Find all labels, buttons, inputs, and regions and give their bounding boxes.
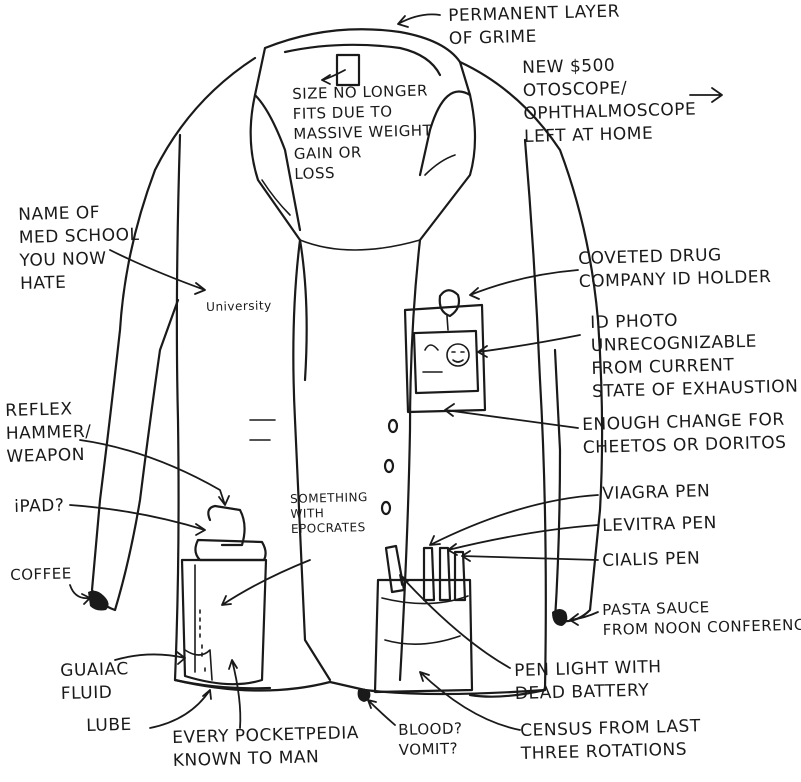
inner-fold	[300, 240, 420, 250]
label-size: SIZE NO LONGER FITS DUE TO MASSIVE WEIGH…	[292, 80, 434, 184]
button-2	[385, 460, 393, 472]
lube-tube	[185, 650, 212, 680]
chest-pocket	[405, 305, 485, 412]
label-lube: LUBE	[86, 714, 132, 738]
levitra-pen	[440, 548, 450, 600]
label-ipad: iPAD?	[14, 495, 65, 519]
button-3	[382, 502, 390, 514]
label-viagra-pen: VIAGRA PEN	[602, 480, 711, 506]
label-id-photo: ID PHOTO UNRECOGNIZABLE FROM CURRENT STA…	[590, 307, 799, 404]
size-tag	[337, 55, 359, 85]
badge-clip	[440, 290, 459, 316]
label-id-holder: COVETED DRUG COMPANY ID HOLDER	[578, 243, 772, 294]
reflex-hammer	[208, 506, 244, 545]
left-sleeve	[92, 58, 255, 610]
label-penlight: PEN LIGHT WITH DEAD BATTERY	[514, 656, 662, 706]
label-census: CENSUS FROM LAST THREE ROTATIONS	[520, 715, 702, 766]
label-grime: PERMANENT LAYER OF GRIME	[448, 1, 621, 51]
label-cialis-pen: CIALIS PEN	[602, 547, 700, 573]
label-coffee: COFFEE	[10, 563, 72, 585]
left-inner-edge	[300, 240, 307, 380]
pasta-stain	[552, 609, 567, 626]
viagra-pen	[424, 548, 434, 600]
button-1	[389, 420, 397, 432]
cialis-pen	[455, 552, 465, 600]
label-pocketpedia: EVERY POCKETPEDIA KNOWN TO MAN	[172, 722, 360, 773]
collar-inner	[285, 45, 440, 75]
embroidered-university: University	[206, 298, 272, 315]
coffee-stain	[88, 591, 109, 611]
label-levitra-pen: LEVITRA PEN	[602, 512, 717, 538]
label-med-school: NAME OF MED SCHOOL YOU NOW HATE	[18, 201, 141, 296]
label-pasta-sauce: PASTA SAUCE FROM NOON CONFERENCE	[602, 594, 801, 640]
label-reflex-hammer: REFLEX HAMMER/ WEAPON	[5, 398, 92, 469]
label-blood-vomit: BLOOD? VOMIT?	[398, 718, 463, 760]
label-guaiac: GUAIAC FLUID	[60, 658, 130, 706]
id-badge	[414, 331, 478, 393]
label-epocrates: SOMETHING WITH EPOCRATES	[290, 490, 369, 537]
label-change: ENOUGH CHANGE FOR CHEETOS OR DORITOS	[582, 409, 787, 460]
ipad	[195, 540, 265, 560]
label-otoscope: NEW $500 OTOSCOPE/ OPHTHALMOSCOPE LEFT A…	[522, 52, 697, 148]
